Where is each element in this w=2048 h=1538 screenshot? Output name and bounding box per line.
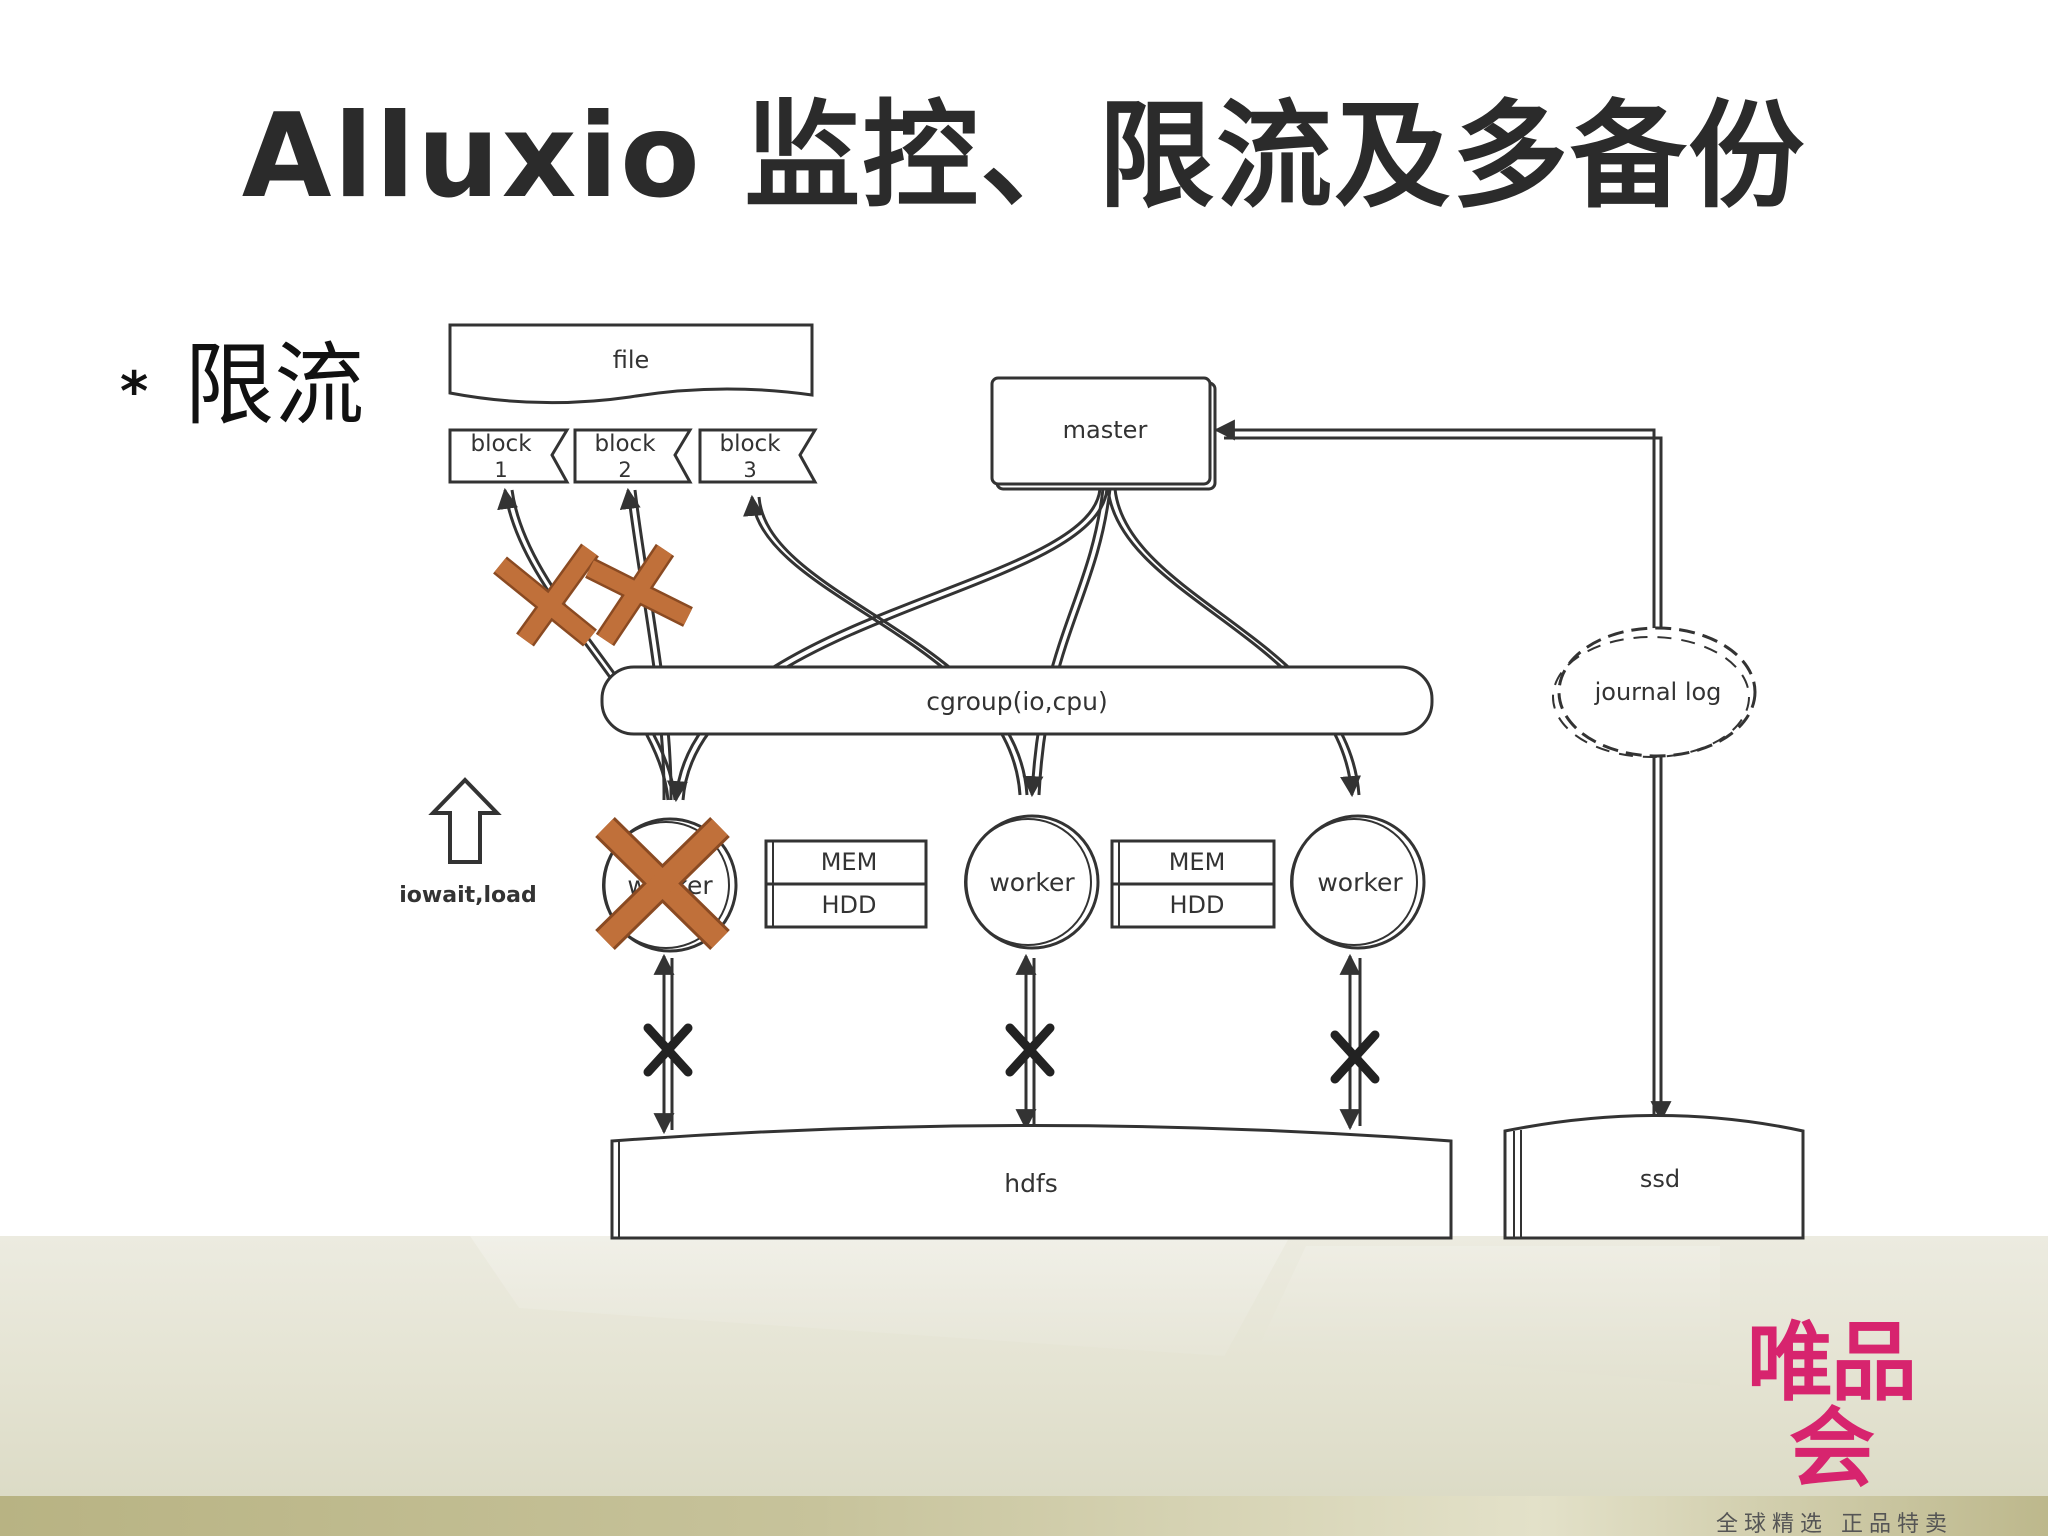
block-link-fail-cross-1 — [493, 543, 599, 647]
bullet-text: 限流 — [184, 333, 365, 438]
storage-tier-2: MEM HDD — [1110, 839, 1276, 929]
block-number: 1 — [494, 458, 507, 482]
file-label: file — [613, 346, 650, 374]
block-node-1: block 1 — [448, 428, 570, 484]
logo-main: 唯品会 — [1747, 1313, 1917, 1499]
storage-tier-1: MEM HDD — [764, 839, 928, 929]
blocked-link-marks — [643, 1023, 1380, 1084]
hdfs-node: hdfs — [610, 1124, 1453, 1240]
worker-fail-cross — [595, 817, 730, 950]
tier-bottom-label: HDD — [1169, 891, 1224, 919]
block-node-2: block 2 — [573, 428, 693, 484]
journal-links — [1213, 419, 1672, 1123]
tier-top-label: MEM — [1169, 848, 1226, 876]
tier-bottom-label: HDD — [821, 891, 876, 919]
journal-node: journal log — [1552, 626, 1757, 758]
footer-band — [0, 1236, 2048, 1496]
block-number: 3 — [743, 458, 756, 482]
block-link-fail-cross-2 — [585, 543, 693, 647]
cgroup-node: cgroup(io,cpu) — [600, 665, 1434, 736]
company-logo: 唯品会 全球精选 正品特卖 — [1716, 1313, 1953, 1538]
slide-title: Alluxio 监控、限流及多备份 — [241, 89, 1807, 224]
block-label: block — [470, 431, 532, 457]
tier-top-label: MEM — [821, 848, 878, 876]
worker-hdfs-links — [653, 953, 1362, 1135]
file-node: file — [448, 323, 814, 405]
bullet-item: * 限流 — [120, 312, 364, 442]
master-node: master — [990, 376, 1217, 491]
logo-slogan: 全球精选 正品特卖 — [1716, 1512, 1953, 1537]
hdfs-label: hdfs — [1004, 1169, 1058, 1198]
worker-label: worker — [989, 868, 1075, 897]
indicator-label: iowait,load — [399, 883, 537, 908]
block-label: block — [719, 431, 781, 457]
journal-label: journal log — [1594, 678, 1722, 706]
worker-node-2: worker — [964, 814, 1100, 950]
worker-label: worker — [1317, 868, 1403, 897]
block-number: 2 — [618, 458, 631, 482]
ssd-node: ssd — [1503, 1114, 1805, 1240]
bullet-symbol: * — [120, 359, 149, 423]
master-label: master — [1063, 416, 1148, 444]
block-label: block — [594, 431, 656, 457]
bottom-strip — [0, 1496, 2048, 1536]
block-worker-links — [497, 487, 1029, 801]
failure-crosses — [493, 543, 730, 950]
block-node-3: block 3 — [698, 428, 818, 484]
ssd-label: ssd — [1640, 1165, 1680, 1193]
worker-node-3: worker — [1290, 814, 1426, 950]
cgroup-label: cgroup(io,cpu) — [926, 687, 1108, 716]
load-indicator: iowait,load — [399, 777, 537, 908]
